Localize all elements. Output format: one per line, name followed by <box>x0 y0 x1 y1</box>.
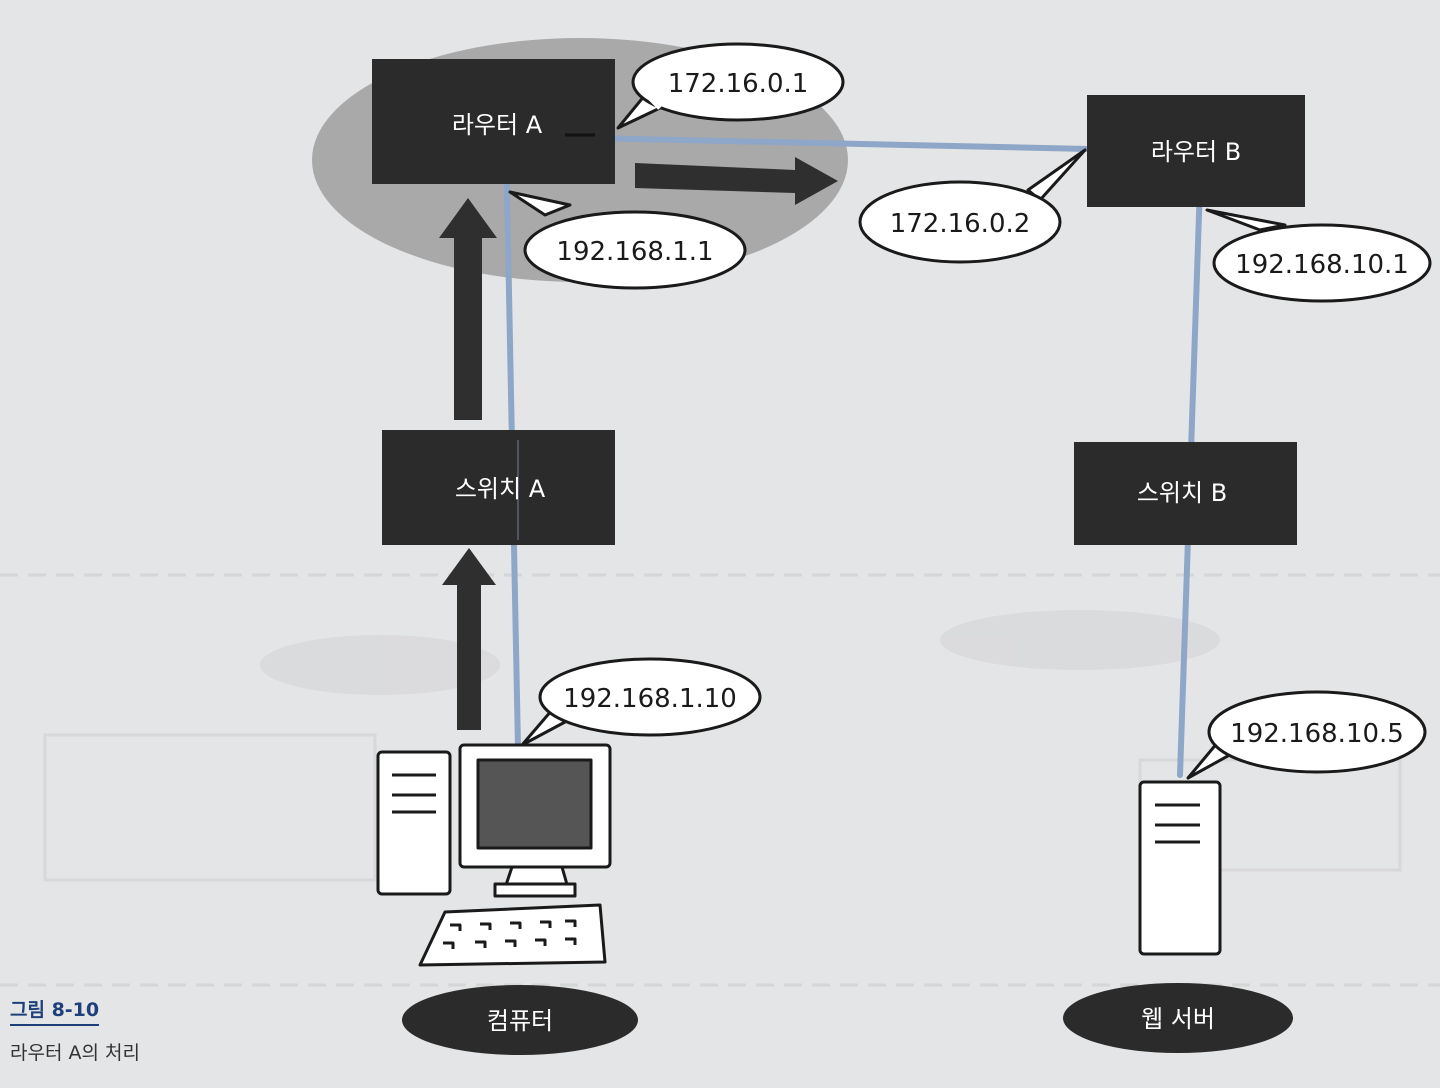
figure-number: 그림 8-10 <box>10 995 100 1026</box>
address-router-a-lan: 192.168.1.1 <box>556 237 713 267</box>
computer-pill: 컴퓨터 <box>402 985 638 1055</box>
bubble-router-a-wan <box>616 42 845 130</box>
address-computer: 192.168.1.10 <box>563 684 737 714</box>
web-server-pill: 웹 서버 <box>1063 983 1293 1053</box>
switch-b-label: 스위치 B <box>1137 479 1227 507</box>
router-b-label: 라우터 B <box>1151 138 1241 166</box>
web-server-label: 웹 서버 <box>1141 1005 1215 1033</box>
arrow-router-a-to-router-b <box>635 157 838 205</box>
flow-arrows <box>439 157 838 730</box>
router-a: 라우터 A <box>372 59 615 184</box>
bubble-computer <box>520 657 762 747</box>
switch-b: 스위치 B <box>1074 442 1297 545</box>
computer-tower <box>376 750 452 896</box>
bubble-router-b-lan <box>1205 208 1432 303</box>
address-router-b-lan: 192.168.10.1 <box>1235 250 1409 280</box>
computer-keyboard <box>418 903 607 967</box>
switch-a: 스위치 A <box>382 430 615 545</box>
address-labels: 172.16.0.1 192.168.1.1 172.16.0.2 192.16… <box>556 69 1408 749</box>
address-router-b-wan: 172.16.0.2 <box>890 209 1031 239</box>
computer-icon <box>376 743 612 967</box>
web-server-icon <box>1138 780 1222 956</box>
bubble-router-b-wan <box>858 148 1087 264</box>
router-b: 라우터 B <box>1087 95 1305 207</box>
address-bubbles <box>508 42 1432 780</box>
background-ghost <box>0 573 1440 987</box>
address-router-a-wan: 172.16.0.1 <box>668 69 809 99</box>
figure-caption: 그림 8-10 라우터 A의 처리 <box>10 995 140 1065</box>
arrow-switch-a-to-router-a <box>439 198 497 420</box>
arrow-computer-to-switch-a <box>442 548 496 730</box>
address-web-server: 192.168.10.5 <box>1230 719 1404 749</box>
switch-a-label: 스위치 A <box>455 475 546 503</box>
bubble-router-a-lan <box>508 190 747 290</box>
figure-title: 라우터 A의 처리 <box>10 1042 140 1064</box>
router-a-label: 라우터 A <box>452 111 543 139</box>
bubble-web-server <box>1186 690 1427 780</box>
computer-label: 컴퓨터 <box>487 1007 553 1035</box>
